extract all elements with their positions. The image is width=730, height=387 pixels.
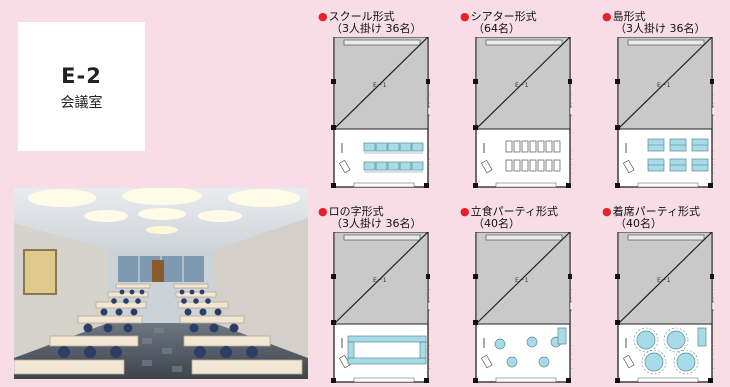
layout-u-shape-capacity: （3人掛け 36名） (331, 217, 422, 230)
layout-school-capacity: （3人掛け 36名） (331, 22, 422, 35)
layout-u-shape: ●ロの字形式 （3人掛け 36名） (318, 206, 433, 385)
standing-tables (494, 327, 567, 368)
layout-seated-party-capacity: （40名） (615, 217, 662, 230)
room-photo-illustration (14, 188, 308, 379)
layout-u-shape-title: ●ロの字形式 (318, 206, 433, 218)
school-desks (363, 142, 424, 171)
school-floor-plan (330, 37, 430, 188)
u-shape-tables (347, 335, 427, 365)
bullet-dot-icon: ● (602, 205, 612, 218)
layout-theater-label: シアター形式 (470, 10, 537, 23)
room-name: 会議室 (60, 95, 103, 111)
seated-party-floor-plan (614, 232, 714, 384)
layout-standing-party-title: ●立食パーティ形式 (460, 206, 575, 218)
layout-theater-capacity: （64名） (473, 22, 520, 35)
layout-u-shape-label: ロの字形式 (328, 205, 384, 218)
room-label-card: E-2 会議室 (18, 22, 145, 151)
layout-island: ●島形式 （3人掛け 36名） (602, 11, 717, 188)
bullet-dot-icon: ● (460, 10, 470, 23)
bullet-dot-icon: ● (318, 205, 328, 218)
layout-island-capacity: （3人掛け 36名） (615, 22, 706, 35)
layout-school-label: スクール形式 (328, 10, 395, 23)
layout-standing-party-capacity: （40名） (473, 217, 520, 230)
layout-theater: ●シアター形式 （64名） (460, 11, 575, 188)
bullet-dot-icon: ● (318, 10, 328, 23)
theater-floor-plan (472, 37, 572, 188)
standing-party-floor-plan (472, 232, 572, 384)
bullet-dot-icon: ● (602, 10, 612, 23)
layout-theater-title: ●シアター形式 (460, 11, 575, 23)
u-shape-floor-plan (330, 232, 430, 384)
layout-standing-party-label: 立食パーティ形式 (470, 205, 558, 218)
room-code: E-2 (61, 64, 102, 88)
layout-island-label: 島形式 (612, 10, 646, 23)
round-tables (636, 327, 707, 372)
bullet-dot-icon: ● (460, 205, 470, 218)
island-floor-plan (614, 37, 714, 188)
layout-island-title: ●島形式 (602, 11, 717, 23)
layout-school-title: ●スクール形式 (318, 11, 433, 23)
layout-seated-party-label: 着席パーティ形式 (612, 205, 700, 218)
layout-seated-party-title: ●着席パーティ形式 (602, 206, 717, 218)
theater-seats (505, 140, 561, 172)
layout-seated-party: ●着席パーティ形式 （40名） (602, 206, 717, 385)
room-photo (14, 188, 308, 379)
layout-standing-party: ●立食パーティ形式 （40名） (460, 206, 575, 385)
layout-school: ●スクール形式 （3人掛け 36名） (318, 11, 433, 188)
